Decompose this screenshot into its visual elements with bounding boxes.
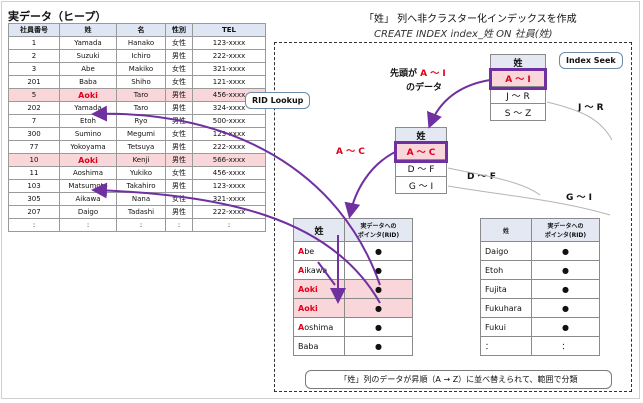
heap-cell: 男性 (165, 153, 193, 167)
branch-gi (447, 185, 611, 216)
mid-index-node: 姓 A ～ C D ～ F G ～ I (395, 127, 447, 194)
heap-cell: Taro (116, 88, 166, 102)
first-char-tail: のデータ (406, 83, 443, 93)
leaf-row: Aoshima ● (293, 317, 413, 337)
heap-col-header: TEL (192, 23, 266, 37)
rid-lookup-arrow-2 (91, 182, 381, 304)
leaf-row: Baba● (293, 336, 413, 356)
leaf-key: ： (480, 336, 532, 356)
heap-title: 実データ（ヒープ） (8, 10, 107, 23)
root-header: 姓 (490, 54, 546, 70)
leaf-key-initial: Aoki (298, 303, 318, 313)
first-char-range: A ～ I (420, 69, 446, 79)
leaf-rid-pointer: ● (531, 298, 600, 318)
leaf-key: Daigo (480, 241, 532, 261)
leaf-rid-pointer: ● (531, 241, 600, 261)
root-entry: J ～ R (490, 86, 546, 104)
leaf-key-initial: A (298, 265, 305, 275)
leaf-rid-pointer: ● (344, 336, 413, 356)
branch-df (447, 167, 541, 196)
seek-arrow-mid (344, 151, 396, 219)
heap-cell: 566-xxxx (192, 153, 266, 167)
leaf-rid-pointer: ● (531, 260, 600, 280)
rid-lookup-callout: RID Lookup (245, 92, 311, 109)
heap-cell: : (59, 218, 117, 232)
create-index-statement: CREATE INDEX index_姓 ON 社員(姓) (374, 29, 553, 40)
leaf-rid-pointer: ● (344, 298, 413, 318)
leaf-key: Fujita (480, 279, 532, 299)
leaf-row: Daigo● (480, 241, 600, 261)
leaf-row: Fujita● (480, 279, 600, 299)
mid-header: 姓 (395, 127, 447, 143)
leaf-key-rest: be (304, 246, 315, 256)
root-index-node: 姓 A ～ I J ～ R S ～ Z (490, 54, 546, 121)
sort-note: 「姓」列のデータが昇順（A → Z）に並べ替えられて、範囲で分類 (305, 370, 612, 389)
leaf-key: Fukui (480, 317, 532, 337)
heap-cell: 10 (8, 153, 60, 167)
range-label-jr: J ～ R (578, 103, 604, 113)
mid-entry: G ～ I (395, 176, 447, 194)
leaf-key: Baba (293, 336, 345, 356)
scan-line (317, 261, 336, 286)
root-entry: S ～ Z (490, 103, 546, 121)
first-char-label: 先頭が A ～ I (390, 66, 446, 79)
leaf2-col-name: 姓 (480, 218, 532, 242)
leaf1-col-rid: 実データへの ポインタ(RID) (344, 218, 413, 242)
leaf-key-initial: A (298, 322, 305, 332)
leaf-row: ：： (480, 336, 600, 356)
heap-cell: 5 (8, 88, 60, 102)
branch-jr (546, 101, 613, 141)
heap-row: ::::: (8, 218, 266, 232)
range-label-df: D ～ F (467, 172, 496, 182)
heap-cell: 456-xxxx (192, 166, 266, 180)
index-area (274, 42, 632, 392)
seek-arrow-root (427, 79, 491, 129)
heap-col-header: 名 (116, 23, 166, 37)
range-label-ac: A ～ C (336, 147, 365, 157)
range-label-gi: G ～ I (566, 193, 593, 203)
leaf-page-2: 姓 実データへの ポインタ(RID) Daigo●Etoh●Fujita●Fuk… (480, 218, 600, 356)
leaf-row: Aikawa● (293, 260, 413, 280)
leaf-rid-pointer: ● (344, 279, 413, 299)
index-title: 「姓」 列へ非クラスター化インデックスを作成 (364, 14, 577, 25)
leaf-rid-pointer: ： (531, 336, 600, 356)
leaf2-col-rid: 実データへの ポインタ(RID) (531, 218, 600, 242)
leaf-row: Fukuhara● (480, 298, 600, 318)
leaf-key-rest: oshima (304, 322, 334, 332)
leaf-row: Etoh● (480, 260, 600, 280)
rid-lookup-arrow-1 (91, 105, 381, 286)
index-seek-callout: Index Seek (559, 52, 623, 69)
heap-cell: Aoki (59, 153, 117, 167)
leaf-key-initial: Aoki (298, 284, 318, 294)
leaf-rid-pointer: ● (344, 317, 413, 337)
first-char-text: 先頭が (390, 69, 418, 79)
mid-selection-box (394, 141, 448, 163)
heap-cell: : (192, 218, 266, 232)
root-selection-box (489, 68, 547, 90)
leaf-rid-pointer: ● (531, 279, 600, 299)
leaf-key-rest: ikawa (304, 265, 328, 275)
leaf-key-initial: A (298, 246, 305, 256)
leaf-rid-pointer: ● (344, 241, 413, 261)
heap-cell: Aoki (59, 88, 117, 102)
